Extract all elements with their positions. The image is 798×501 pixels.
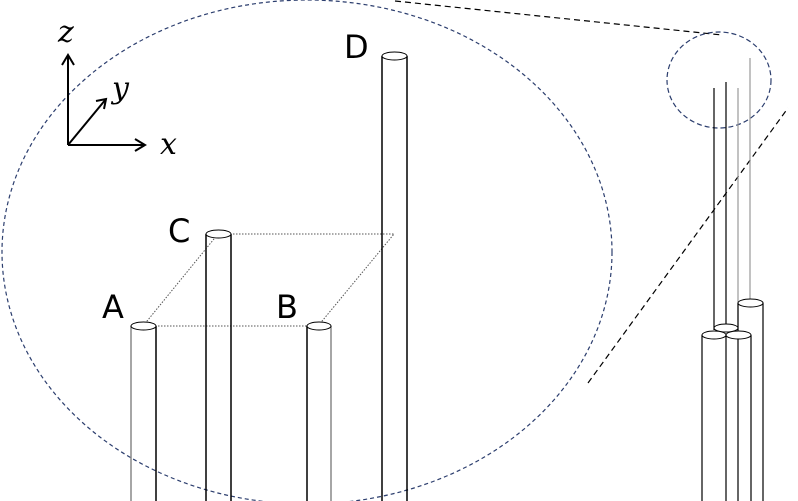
cylinder-c (205, 229, 232, 501)
magnification-circle (1, 0, 613, 501)
label-a: A (102, 288, 124, 326)
inset-cylinder-cluster (701, 58, 764, 501)
cylinder-a (130, 321, 157, 501)
axes-icon (61, 53, 147, 152)
y-axis-label: y (110, 71, 130, 106)
cylinder-b (306, 321, 332, 501)
zoom-connector-bottom (587, 107, 789, 384)
label-c: C (168, 212, 190, 250)
x-axis-label: x (160, 127, 177, 162)
label-d: D (344, 28, 369, 66)
cylinder-d (381, 51, 408, 501)
zoom-connector-top (394, 0, 723, 36)
inset-zoom-ellipse (666, 31, 772, 129)
z-axis-label: z (57, 15, 74, 50)
label-b: B (276, 288, 298, 326)
